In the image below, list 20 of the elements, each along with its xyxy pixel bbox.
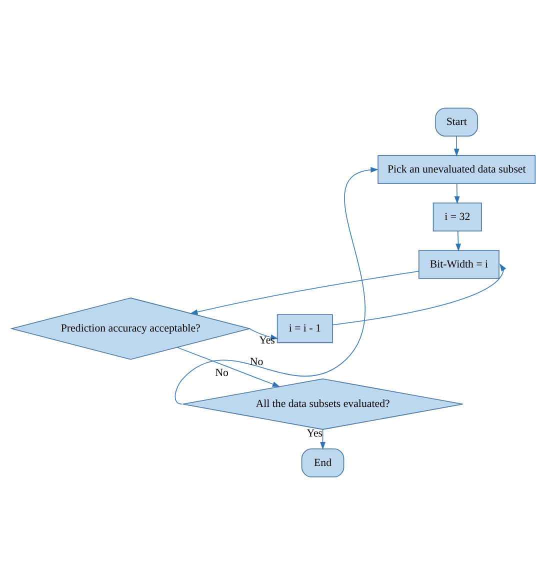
edge-label: Yes xyxy=(306,427,323,440)
arrow xyxy=(174,167,378,405)
node-box: End xyxy=(301,448,344,478)
node-box: Pick an unevaluated data subset xyxy=(378,155,536,184)
node-diamond: All the data subsets evaluated? xyxy=(182,378,464,430)
node-box: Bit-Width = i xyxy=(418,250,500,279)
arrow xyxy=(177,347,280,387)
node-diamond: Prediction accuracy acceptable? xyxy=(10,298,252,360)
edge-label: No xyxy=(250,356,264,368)
edge-label: Yes xyxy=(259,334,275,347)
arrow xyxy=(320,429,326,450)
node-box: i = i - 1 xyxy=(276,314,333,344)
arrow xyxy=(190,270,420,315)
node-box: i = 32 xyxy=(432,202,482,232)
arrow xyxy=(332,264,506,326)
node-box: Start xyxy=(435,108,478,136)
arrow xyxy=(456,230,461,252)
edge-label: No xyxy=(215,366,229,379)
arrow xyxy=(454,136,460,157)
arrow xyxy=(454,183,460,204)
